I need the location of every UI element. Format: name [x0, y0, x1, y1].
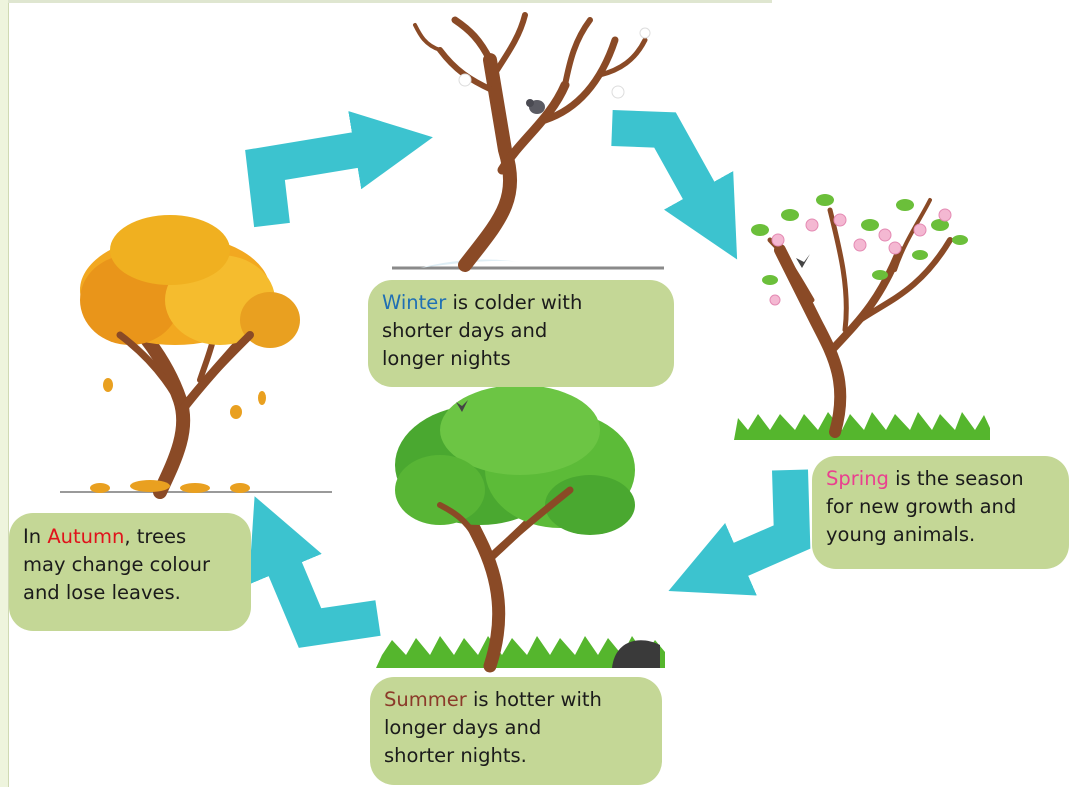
- winter-tree: [392, 12, 664, 272]
- left-frame-border: [0, 0, 9, 787]
- spring-line-1: Spring is the season: [826, 465, 1061, 493]
- arrow-autumn-to-winter: [245, 111, 433, 228]
- autumn-line-2: may change colour: [23, 553, 211, 576]
- spring-tree: [734, 194, 990, 440]
- spring-line-3: young animals.: [826, 523, 976, 546]
- arrow-summer-to-autumn: [248, 496, 381, 648]
- summer-description-box: Summer is hotter with longer days and sh…: [370, 677, 662, 785]
- winter-line-3: longer nights: [382, 347, 511, 370]
- autumn-line-3: and lose leaves.: [23, 581, 181, 604]
- summer-season-label: Summer: [384, 688, 467, 711]
- autumn-line-1-prefix: In: [23, 525, 48, 548]
- summer-line-1-rest: is hotter with: [466, 688, 602, 711]
- summer-line-1: Summer is hotter with: [384, 686, 654, 714]
- winter-season-label: Winter: [382, 291, 447, 314]
- arrow-winter-to-spring: [611, 110, 738, 260]
- autumn-line-1-rest: , trees: [124, 525, 187, 548]
- autumn-description-box: In Autumn, trees may change colour and l…: [9, 513, 251, 631]
- winter-line-1-rest: is colder with: [446, 291, 583, 314]
- winter-description-box: Winter is colder with shorter days and l…: [368, 280, 674, 387]
- spring-season-label: Spring: [826, 467, 889, 490]
- autumn-tree: [60, 215, 332, 499]
- spring-line-2: for new growth and: [826, 495, 1017, 518]
- top-frame-border: [8, 0, 772, 3]
- winter-line-1: Winter is colder with: [382, 289, 666, 317]
- spring-line-1-rest: is the season: [888, 467, 1024, 490]
- summer-tree: [376, 385, 665, 673]
- winter-line-2: shorter days and: [382, 319, 548, 342]
- arrow-spring-to-summer: [668, 469, 811, 596]
- autumn-line-1: In Autumn, trees: [23, 523, 243, 551]
- spring-description-box: Spring is the season for new growth and …: [812, 456, 1069, 569]
- summer-line-2: longer days and: [384, 716, 542, 739]
- summer-line-3: shorter nights.: [384, 744, 527, 767]
- autumn-season-label: Autumn: [47, 525, 125, 548]
